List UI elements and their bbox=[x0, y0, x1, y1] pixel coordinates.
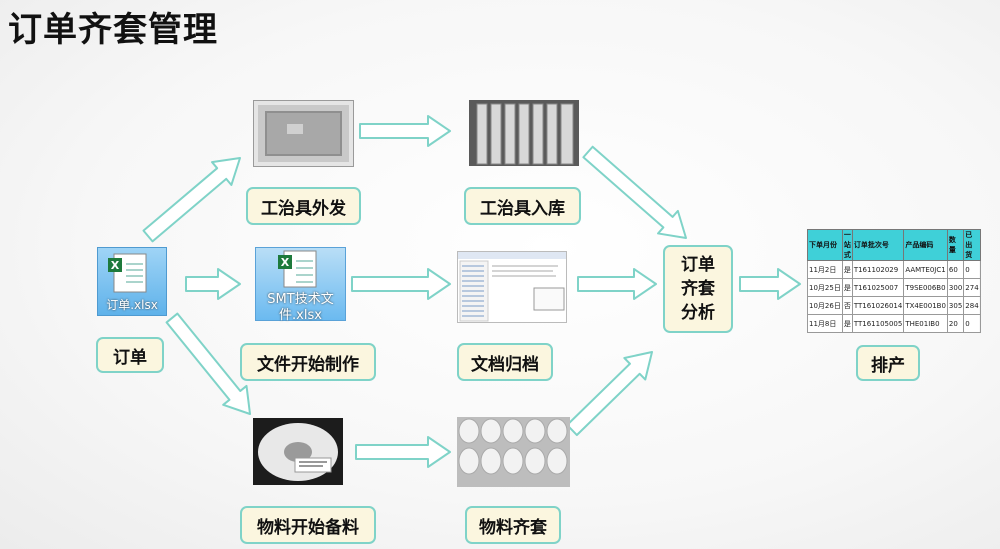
smt-file-name-1: SMT技术文 bbox=[267, 292, 334, 307]
order-label: 订单 bbox=[96, 337, 164, 373]
table-cell: T161102029 bbox=[851, 260, 905, 279]
doc-archive-label: 文档归档 bbox=[457, 343, 553, 381]
table-cell: TT161105005 bbox=[851, 314, 905, 333]
table-header-cell: 下单月份 bbox=[807, 229, 843, 261]
arrow-fixture-out-to-in bbox=[359, 115, 451, 147]
material-prepare-label: 物料开始备料 bbox=[240, 506, 376, 544]
page-title: 订单齐套管理 bbox=[8, 10, 218, 50]
table-cell: AAMTE0JC1 bbox=[903, 260, 948, 279]
arrow-archive-to-analysis bbox=[577, 268, 657, 300]
table-cell: 274 bbox=[963, 278, 981, 297]
schedule-label: 排产 bbox=[856, 345, 920, 381]
table-cell: 11月8日 bbox=[807, 314, 843, 333]
table-cell: 0 bbox=[963, 314, 981, 333]
arrow-material-to-kit bbox=[355, 436, 451, 468]
table-cell: 0 bbox=[963, 260, 981, 279]
table-cell: TX4E001B0 bbox=[903, 296, 948, 315]
document-archive-screenshot bbox=[457, 251, 567, 323]
fixture-in-label: 工治具入库 bbox=[464, 187, 581, 225]
table-cell: 10月25日 bbox=[807, 278, 843, 297]
doc-make-label: 文件开始制作 bbox=[240, 343, 376, 381]
arrow-analysis-to-schedule bbox=[739, 268, 801, 300]
analysis-label: 订单 齐套 分析 bbox=[663, 245, 733, 333]
material-kit-label: 物料齐套 bbox=[465, 506, 561, 544]
table-cell: 是 bbox=[841, 260, 853, 279]
table-cell: T161025007 bbox=[851, 278, 905, 297]
order-file-name: 订单.xlsx bbox=[106, 298, 158, 312]
analysis-line-2: 齐套 bbox=[681, 279, 715, 299]
table-cell: 是 bbox=[841, 314, 853, 333]
table-header-cell: 订单批次号 bbox=[851, 229, 905, 261]
table-cell: 11月2日 bbox=[807, 260, 843, 279]
fixture-photo bbox=[253, 100, 354, 167]
order-file-icon: X 订单.xlsx bbox=[97, 247, 167, 316]
svg-text:X: X bbox=[281, 256, 290, 269]
table-cell: 20 bbox=[946, 314, 965, 333]
smt-file-name-2: 件.xlsx bbox=[279, 308, 322, 323]
table-cell: TT161026014 bbox=[851, 296, 905, 315]
analysis-line-1: 订单 bbox=[681, 255, 715, 275]
material-kit-photo bbox=[457, 417, 570, 487]
table-header-cell: 一站式 bbox=[841, 229, 853, 261]
svg-text:X: X bbox=[111, 259, 120, 272]
arrow-order-to-material bbox=[165, 312, 251, 415]
fixture-storage-photo bbox=[469, 100, 579, 166]
smt-file-icon: X SMT技术文 件.xlsx bbox=[255, 247, 346, 323]
table-cell: 否 bbox=[841, 296, 853, 315]
table-cell: 是 bbox=[841, 278, 853, 297]
table-cell: T9SE006B0 bbox=[903, 278, 948, 297]
analysis-line-3: 分析 bbox=[681, 303, 715, 323]
fixture-out-label: 工治具外发 bbox=[246, 187, 361, 225]
table-cell: 300 bbox=[946, 278, 965, 297]
table-cell: 10月26日 bbox=[807, 296, 843, 315]
table-cell: 305 bbox=[946, 296, 965, 315]
table-header-cell: 数量 bbox=[946, 229, 965, 261]
arrow-doc-to-archive bbox=[351, 268, 451, 300]
arrow-kit-to-analysis bbox=[566, 351, 653, 437]
arrow-order-to-fixture bbox=[142, 157, 241, 243]
table-cell: 60 bbox=[946, 260, 965, 279]
table-cell: 284 bbox=[963, 296, 981, 315]
table-cell: THE01IB0 bbox=[903, 314, 948, 333]
table-header-cell: 已出货 bbox=[963, 229, 981, 261]
arrow-fixture-to-analysis bbox=[582, 145, 687, 239]
table-header-cell: 产品编码 bbox=[903, 229, 948, 261]
material-reel-photo bbox=[253, 418, 343, 485]
arrow-order-to-doc bbox=[185, 268, 241, 300]
